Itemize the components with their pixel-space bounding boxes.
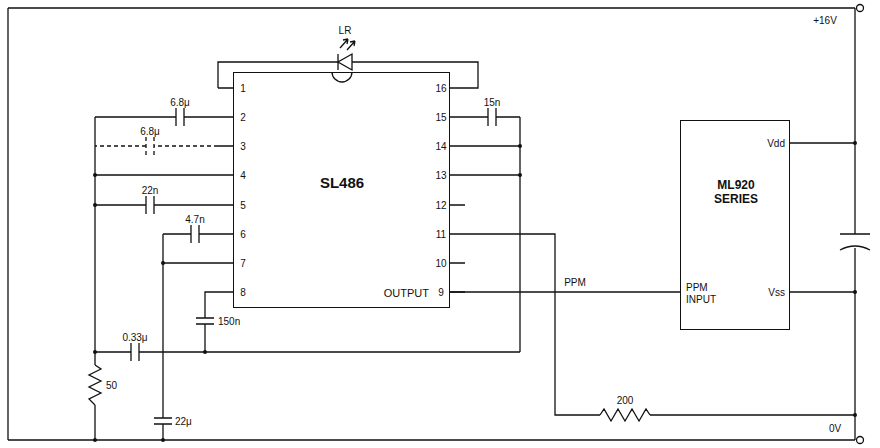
component-value: 15n (484, 97, 501, 108)
ic-body: SL486OUTPUT (233, 72, 450, 308)
pin-number: 11 (436, 229, 446, 240)
signal-name: PPM (564, 277, 586, 288)
led-emission (340, 39, 355, 50)
component-value: 4.7n (185, 214, 204, 225)
supply-wire (790, 8, 855, 440)
pin-number: 9 (438, 287, 444, 298)
pin-number: 12 (435, 200, 446, 211)
pin-number: 16 (435, 83, 446, 94)
capacitor-symbol (131, 225, 214, 424)
terminal-label: LR (339, 25, 352, 36)
wire (465, 117, 855, 415)
pin-number: 5 (240, 200, 246, 211)
terminal (857, 5, 864, 12)
component-value: 50 (106, 380, 117, 391)
pin-name: Vdd (767, 138, 785, 150)
terminal (857, 437, 864, 444)
optional-capacitor (95, 137, 218, 155)
ic-pins (218, 88, 465, 292)
supply-rail (8, 8, 855, 440)
wire (95, 117, 218, 440)
component-value: 6.8μ (170, 97, 190, 108)
component-value: 6.8μ (140, 126, 160, 137)
pin-number: 1 (240, 83, 246, 94)
pin-number: 7 (240, 258, 246, 269)
terminal-label: +16V (813, 15, 837, 26)
signal-wire (450, 291, 680, 292)
pin-number: 15 (435, 112, 446, 123)
pin-number: 13 (435, 170, 446, 181)
electrolytic-capacitor-symbol (840, 234, 870, 250)
led-symbol (338, 54, 352, 70)
component-value: 200 (617, 395, 634, 406)
resistor-symbol (89, 365, 101, 405)
component-value: 0.33μ (122, 332, 147, 343)
resistor-symbol (600, 409, 650, 421)
wire (95, 234, 520, 440)
component-value: 150n (218, 316, 240, 327)
capacitor-symbol (488, 108, 496, 126)
pin-number: 14 (435, 141, 446, 152)
part-name: ML920 SERIES (710, 179, 763, 207)
pin-name: Vss (768, 287, 785, 299)
terminal-label: 0V (829, 423, 841, 434)
ic-notch (332, 72, 352, 82)
pin-name: PPM INPUT (686, 282, 726, 305)
component-value: 22n (142, 185, 159, 196)
pin-number: 3 (240, 141, 246, 152)
pin-number: 2 (240, 112, 246, 123)
pin-number: 4 (240, 170, 246, 181)
part-name: SL486 (320, 174, 364, 191)
module-box: ML920 SERIES VddPPM INPUT Vss (680, 120, 790, 330)
junction-dot (93, 141, 857, 442)
pin-number: 6 (240, 229, 246, 240)
pin-number: 8 (240, 287, 246, 298)
component-value: 22μ (175, 416, 192, 427)
capacitor-symbol (146, 108, 184, 214)
pin-number: 10 (435, 258, 446, 269)
pin-name: OUTPUT (384, 287, 429, 300)
